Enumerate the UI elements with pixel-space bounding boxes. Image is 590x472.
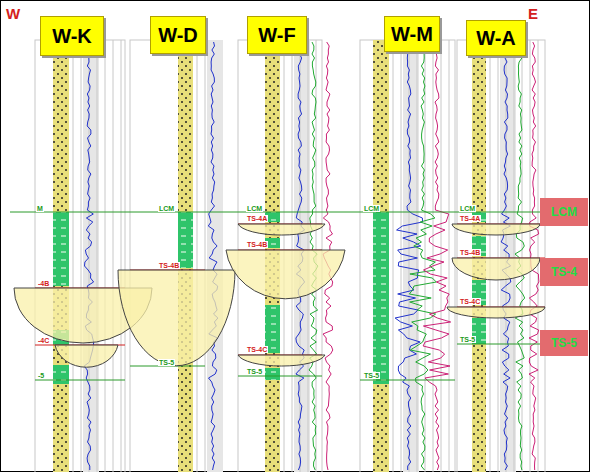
node-text: W-A (476, 27, 516, 50)
node-text: W-F (258, 24, 295, 47)
horizon-pick: LCM (158, 205, 175, 212)
horizon-pick: TS-4A (246, 215, 268, 222)
horizon-pick: TS-5 (158, 359, 175, 366)
node-text: W-M (391, 23, 433, 46)
node-text: W-K (52, 25, 92, 48)
node-text: LCM (551, 205, 577, 219)
well-header: W-D (150, 16, 206, 54)
well-header: W-A (466, 20, 526, 56)
horizon-pick: LCM (459, 205, 476, 212)
direction-letter: E (528, 6, 538, 21)
node-text: TS-4 (551, 265, 577, 279)
horizon-pick: TS-4B (158, 262, 180, 269)
horizon-pick: TS-5 (459, 336, 476, 343)
horizon-tag: TS-5 (540, 330, 588, 356)
horizon-pick: TS-4C (246, 346, 268, 353)
horizon-tag: TS-4 (540, 258, 588, 286)
horizon-pick: TS-4C (459, 298, 481, 305)
horizon-pick: -5 (37, 372, 45, 379)
node-text: TS-5 (551, 336, 577, 350)
horizon-pick: M (36, 205, 44, 212)
well-header: W-K (40, 16, 104, 56)
horizon-pick: -4B (37, 280, 50, 287)
well-header: W-M (384, 16, 440, 52)
horizon-pick: TS-4A (459, 215, 481, 222)
horizon-pick: TS-4B (459, 249, 481, 256)
horizon-pick: LCM (363, 205, 380, 212)
horizon-pick: TS-5 (363, 372, 380, 379)
horizon-pick: TS-5 (246, 368, 263, 375)
horizon-tag: LCM (540, 198, 588, 226)
horizon-pick: LCM (246, 205, 263, 212)
node-text: W-D (158, 24, 198, 47)
horizon-pick: TS-4B (246, 241, 268, 248)
direction-letter: W (6, 6, 20, 21)
well-header: W-F (247, 16, 307, 54)
horizon-pick: -4C (37, 337, 50, 344)
